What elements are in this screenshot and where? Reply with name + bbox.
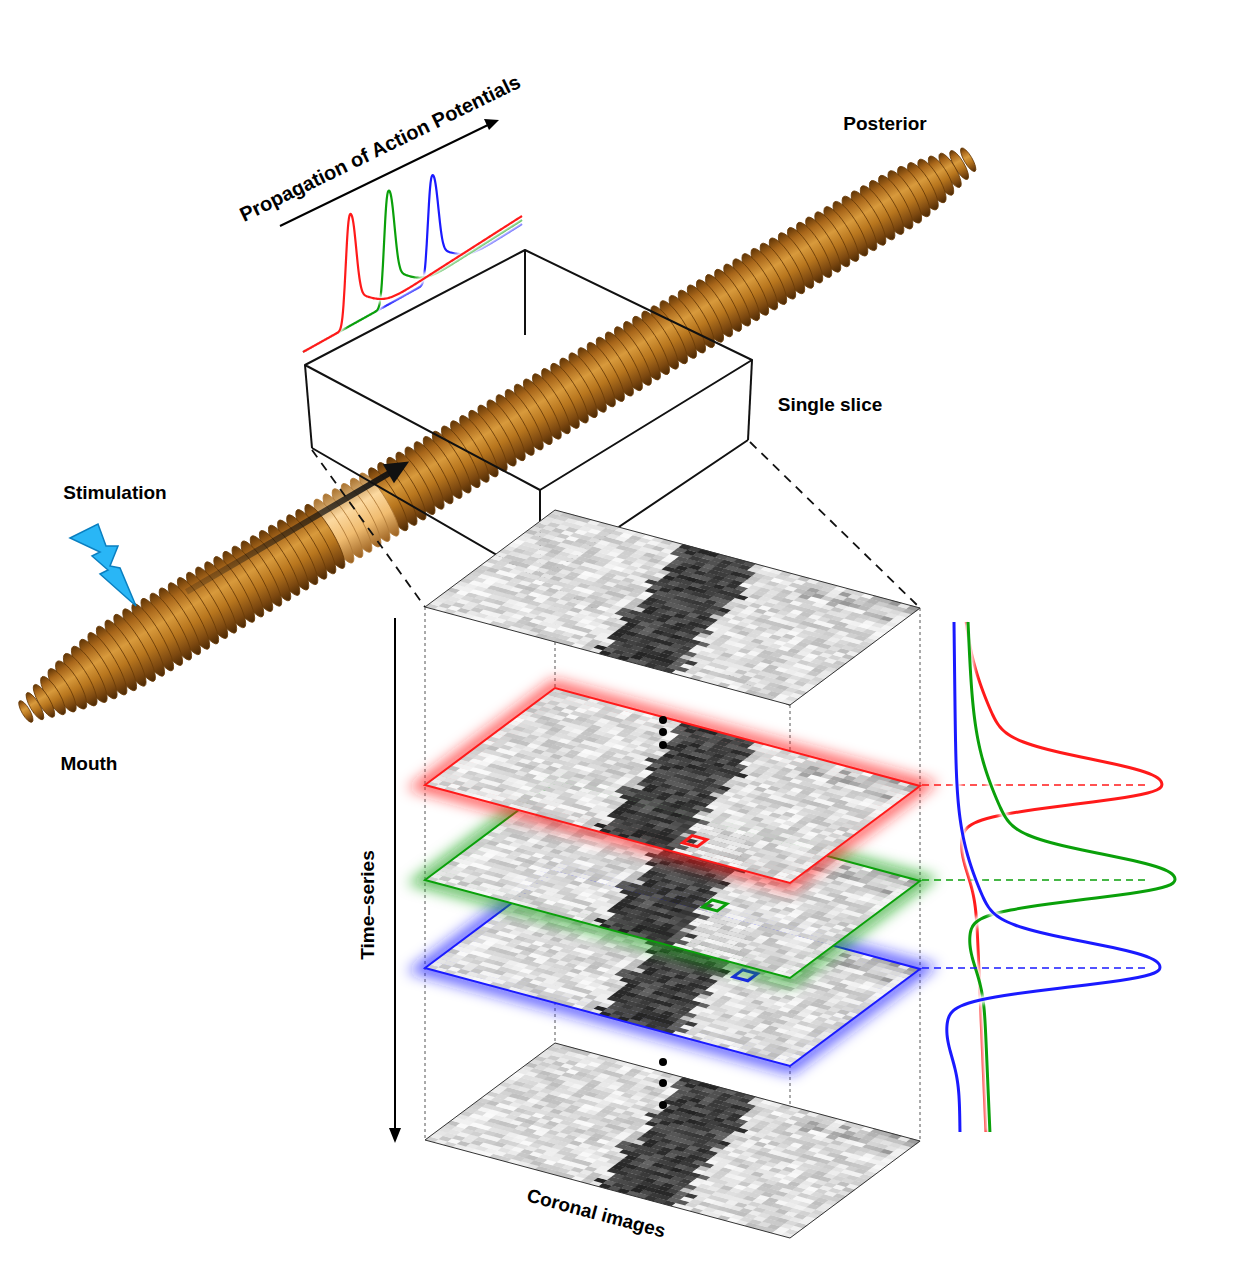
ellipsis-dot bbox=[659, 741, 667, 749]
coronal-image bbox=[425, 510, 921, 705]
arrow-label: Propagation of Action Potentials bbox=[236, 70, 524, 225]
illustration-part bbox=[3, 124, 991, 747]
peak-line bbox=[922, 879, 1150, 881]
stimulus-bolt bbox=[70, 524, 136, 606]
end-label: Posterior bbox=[843, 114, 926, 135]
image-frame bbox=[425, 510, 920, 705]
trace-glow bbox=[962, 622, 1162, 1132]
ellipsis-dot bbox=[659, 716, 667, 724]
arrow-head bbox=[484, 119, 499, 130]
illustration-part bbox=[659, 716, 667, 1109]
signal-trace bbox=[968, 622, 1175, 1132]
trace-glow bbox=[303, 191, 522, 352]
signal-trace bbox=[303, 214, 522, 352]
signal-trace bbox=[303, 191, 522, 352]
arrow-head bbox=[389, 1128, 401, 1143]
illustration-part bbox=[425, 510, 921, 1238]
mri-slice bbox=[425, 1043, 921, 1238]
voxel-marker bbox=[703, 900, 727, 911]
trace-glow bbox=[303, 175, 522, 352]
illustration-part bbox=[389, 618, 401, 1143]
coronal-image bbox=[425, 1043, 921, 1238]
illustration-part bbox=[70, 524, 136, 606]
conduction-arrow bbox=[186, 472, 391, 592]
worm-segment bbox=[16, 699, 35, 724]
trace-glow bbox=[947, 622, 1160, 1132]
illustration-part bbox=[683, 836, 707, 847]
slice-box-edge bbox=[305, 365, 312, 448]
illustration-part bbox=[3, 124, 991, 747]
voxel-marker bbox=[683, 836, 707, 847]
projection-line bbox=[312, 450, 425, 607]
slice-box-top bbox=[305, 250, 752, 490]
axis-label: Time–series bbox=[358, 850, 379, 960]
ellipsis-dot bbox=[659, 728, 667, 736]
mri-slice bbox=[425, 510, 921, 705]
mri-slice bbox=[425, 688, 921, 883]
ellipsis-dot bbox=[659, 1101, 667, 1109]
peak-line bbox=[922, 967, 1150, 969]
ellipsis-dot bbox=[659, 1058, 667, 1066]
illustration-part bbox=[425, 510, 920, 1238]
illustration-part bbox=[703, 900, 727, 911]
image-frame bbox=[425, 1043, 920, 1238]
coronal-image bbox=[425, 688, 921, 883]
time-axis bbox=[394, 618, 396, 1132]
slice-box-edge bbox=[748, 360, 752, 440]
signal-trace bbox=[303, 175, 522, 352]
arrow-head bbox=[383, 452, 415, 483]
signal-trace bbox=[962, 622, 1162, 1132]
stimulus-label: Stimulation bbox=[63, 483, 166, 504]
ellipsis-dot bbox=[659, 1079, 667, 1087]
illustration-part bbox=[303, 175, 1175, 1132]
slice-box-edge bbox=[524, 250, 526, 335]
trace-glow bbox=[303, 214, 522, 352]
image-frame bbox=[425, 688, 920, 883]
frame-glow bbox=[425, 688, 920, 883]
slice-label: Single slice bbox=[778, 395, 883, 416]
end-label: Mouth bbox=[61, 754, 118, 775]
signal-trace bbox=[947, 622, 1160, 1132]
trace-glow bbox=[968, 622, 1175, 1132]
